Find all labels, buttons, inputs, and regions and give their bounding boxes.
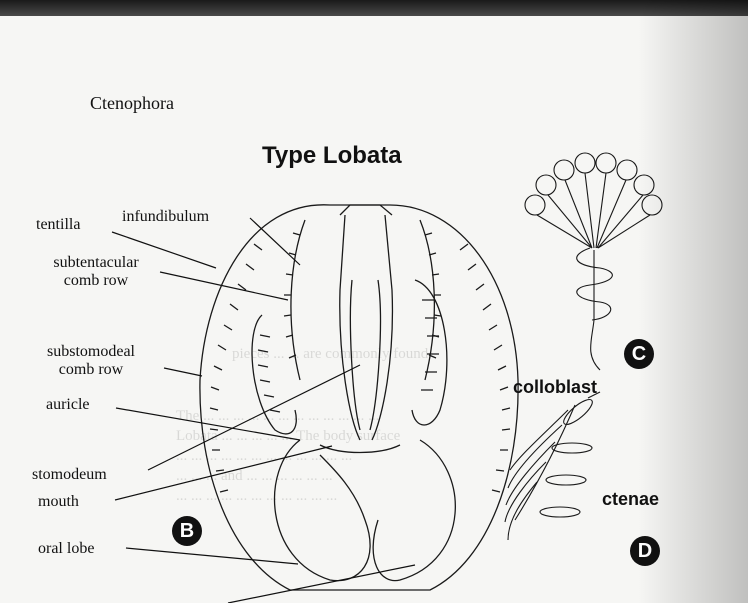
ctenae-illustration <box>505 392 600 540</box>
badge-d: D <box>630 536 660 566</box>
diagram-title: Type Lobata <box>262 142 402 170</box>
label-infundibulum: infundibulum <box>122 208 209 226</box>
label-mouth: mouth <box>38 493 79 511</box>
label-subtentacular-line2: comb row <box>32 272 160 290</box>
label-auricle: auricle <box>46 396 90 414</box>
label-ctenae: ctenae <box>602 489 659 510</box>
badge-c: C <box>624 339 654 369</box>
oral-lobe <box>275 440 371 581</box>
label-subtentacular-line1: subtentacular <box>32 254 160 272</box>
label-oral-lobe: oral lobe <box>38 540 94 558</box>
label-stomodeum: stomodeum <box>32 466 107 484</box>
label-colloblast: colloblast <box>513 377 597 398</box>
comb-row-right <box>460 244 510 492</box>
auricle-right <box>412 280 447 425</box>
comb-row-left <box>210 244 262 492</box>
badge-b: B <box>172 516 202 546</box>
label-substomodeal-comb-row: substomodeal comb row <box>20 343 162 379</box>
label-substomodeal-line1: substomodeal <box>20 343 162 361</box>
phylum-name: Ctenophora <box>90 93 174 114</box>
label-substomodeal-line2: comb row <box>20 361 162 379</box>
label-subtentacular-comb-row: subtentacular comb row <box>32 254 160 290</box>
body-outline <box>200 205 518 590</box>
label-tentilla: tentilla <box>36 216 80 234</box>
colloblast-illustration <box>525 153 662 370</box>
auricle-left <box>252 315 296 434</box>
stomodeum <box>340 215 393 440</box>
